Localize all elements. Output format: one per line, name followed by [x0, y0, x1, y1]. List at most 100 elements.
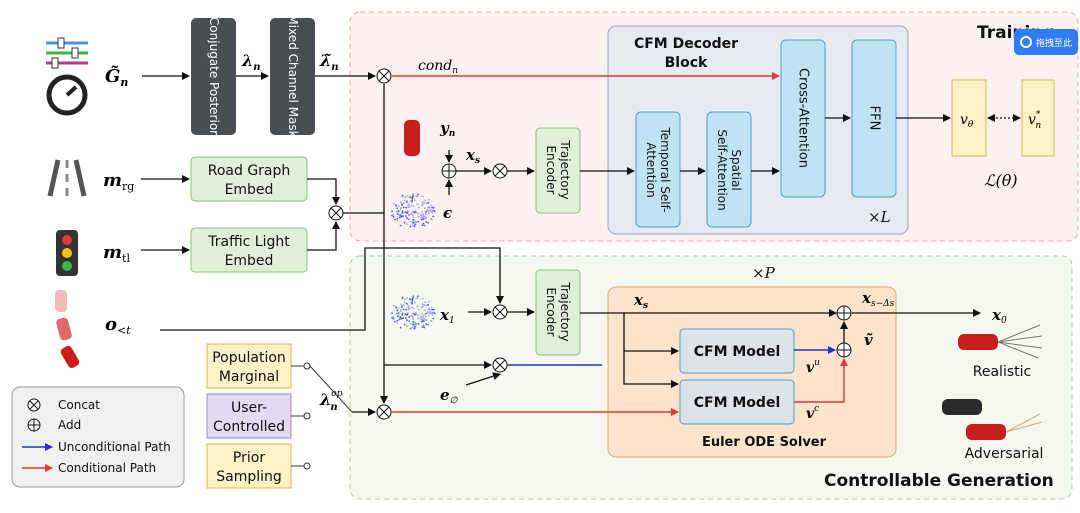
noise-dot [414, 325, 417, 328]
noise-dot [432, 209, 435, 212]
noise-dot [425, 323, 427, 325]
noise-dot [408, 203, 410, 206]
noise-dot [412, 194, 414, 197]
noise-dot [401, 296, 404, 299]
noise-dot [405, 206, 407, 209]
road-icon [47, 159, 87, 197]
noise-dot [411, 299, 414, 301]
noise-dot [425, 210, 428, 213]
noise-dot [424, 315, 427, 318]
cfm-model-unconditional [679, 328, 795, 374]
noise-dot [412, 296, 414, 298]
noise-dot [417, 215, 420, 218]
noise-dot [421, 297, 424, 300]
noise-dot [399, 214, 402, 217]
user-controlled-option[interactable] [206, 393, 292, 439]
noise-dot [423, 303, 426, 306]
noise-dot [396, 220, 398, 222]
noise-dot [403, 221, 406, 224]
legend-add-icon [27, 418, 41, 432]
trajectory-encoder-generation-label: TrajectoryEncoder [544, 281, 572, 341]
legend-box [11, 386, 185, 488]
noise-dot [412, 307, 415, 310]
legend-concat-icon [27, 398, 41, 412]
realistic-car-icon [958, 324, 1043, 359]
times-p-label: ×P [752, 264, 776, 282]
v-tilde-label: ṽ [864, 331, 873, 349]
times-l-label: ×L [868, 208, 891, 226]
noise-dot [417, 295, 419, 298]
noise-dot [415, 297, 418, 300]
noise-dot [410, 200, 412, 202]
noise-dot [410, 220, 412, 223]
noise-dot [433, 312, 436, 315]
temporal-self-attention-label: Temporal Self-Attention [644, 127, 672, 213]
noise-dot [424, 309, 426, 311]
noise-dot [421, 195, 424, 198]
noise-dot [420, 216, 422, 219]
noise-dot [399, 310, 402, 313]
noise-dot [417, 322, 420, 325]
noise-dot [396, 319, 399, 322]
m-rg-label: mrg [103, 170, 134, 193]
noise-dot [422, 222, 425, 225]
noise-dot [406, 211, 409, 214]
speedometer-icon [46, 74, 88, 116]
noise-dot [392, 215, 395, 218]
adversarial-car-icon [942, 399, 1043, 440]
v-u-label: vu [806, 358, 820, 376]
noise-dot [428, 205, 430, 208]
noise-dot [430, 306, 433, 309]
noise-dot [400, 215, 403, 218]
noise-dot [411, 224, 414, 227]
noise-dot [425, 221, 427, 223]
watermark-badge[interactable]: 拖拽至此 [1014, 29, 1078, 55]
noise-dot [403, 323, 406, 326]
lambda-n-label: λn [241, 51, 261, 73]
noise-dot [410, 322, 412, 325]
noise-dot [402, 308, 405, 311]
noise-dot [408, 214, 410, 216]
prior-sampling-line1: Prior [233, 450, 265, 466]
noise-dot [407, 206, 410, 209]
noise-dot [403, 202, 405, 204]
noise-dot [428, 300, 431, 303]
noise-dot [424, 213, 427, 216]
noise-dot [414, 312, 417, 314]
mixed-channel-mask-block [270, 18, 315, 135]
noise-dot [422, 305, 424, 308]
generation-title: Controllable Generation [824, 471, 1054, 491]
adversarial-label: Adversarial [965, 446, 1044, 462]
noise-dot [404, 317, 407, 319]
noise-dot [396, 315, 399, 318]
noise-dot [420, 316, 423, 319]
spatial-self-attention-block [706, 111, 752, 228]
noise-dot [427, 221, 430, 224]
cfm-decoder-block [607, 25, 909, 235]
population-marginal-line2: Marginal [219, 369, 279, 385]
concat-op-training [492, 163, 508, 179]
prior-sampling-option[interactable] [206, 443, 292, 489]
legend-conditional-label: Conditional Path [58, 461, 156, 475]
mixed-channel-mask-label: Mixed Channel Mask [286, 14, 300, 137]
noise-dot [423, 201, 426, 204]
noise-dot [406, 312, 409, 315]
user-controlled-line1: User- [231, 400, 267, 416]
noise-dot [413, 327, 416, 330]
noise-dot [404, 196, 407, 199]
noise-dot [403, 211, 406, 214]
noise-dot [395, 210, 398, 213]
car-history-icon [55, 290, 80, 369]
noise-dot [401, 210, 404, 213]
noise-dot [412, 320, 414, 323]
noise-dot [427, 210, 430, 212]
noise-dot [412, 294, 415, 297]
legend-add-label: Add [58, 418, 81, 432]
concat-op-null [492, 357, 508, 373]
noise-dot [412, 312, 414, 314]
noise-dot [405, 302, 408, 305]
noise-dot [397, 210, 400, 213]
noise-dot [432, 317, 435, 320]
conditional-paths [391, 72, 848, 416]
